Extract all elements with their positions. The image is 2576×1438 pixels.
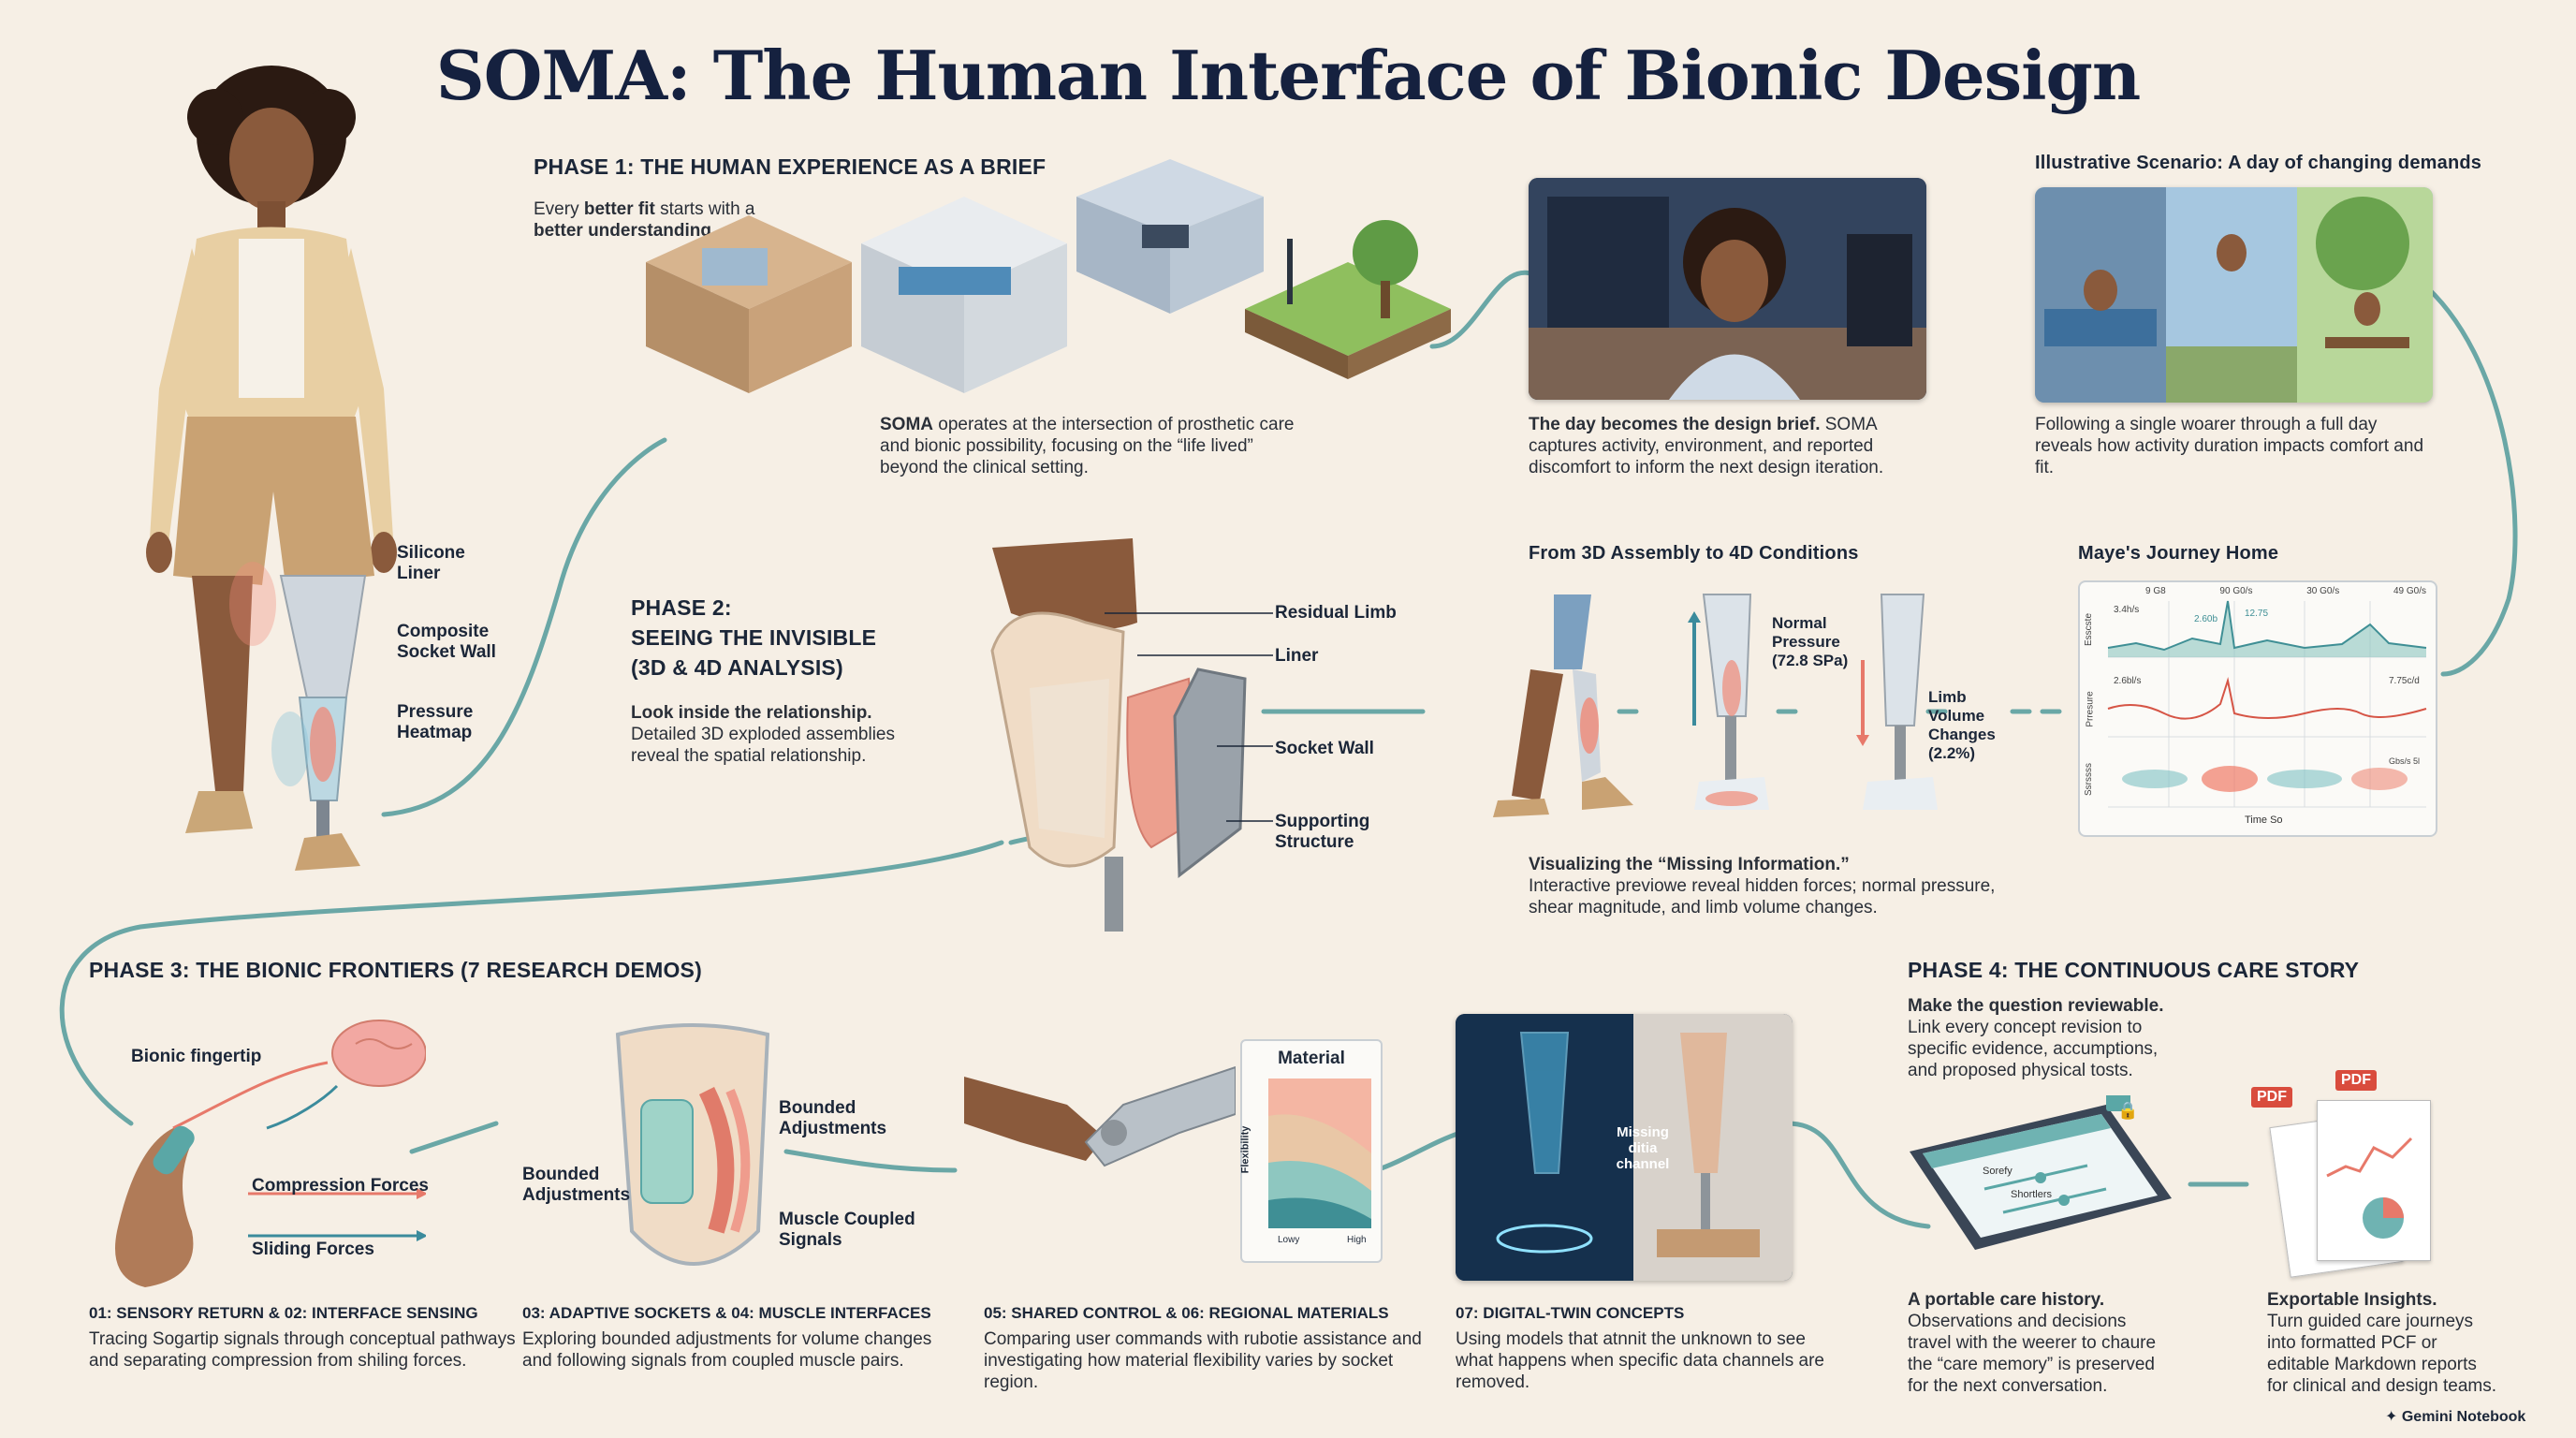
demo-text: Tracing Sogartip signals through concept… (89, 1329, 516, 1371)
journey-heading: Maye's Journey Home (2078, 543, 2279, 564)
phase2-look-text: Look inside the relationship.Detailed 3D… (631, 703, 895, 766)
low-label: Lowy (1278, 1235, 1300, 1245)
x-axis-label: Time So (2245, 814, 2283, 826)
socket-exploded-illustration (990, 538, 1273, 932)
material-flexibility-card: Material Flexibility Lowy High (1239, 1039, 1383, 1263)
tablet-illustration (1910, 1095, 2172, 1250)
compression-forces-label: Compression Forces (252, 1176, 429, 1196)
residual-limb-label: Residual Limb (1275, 603, 1397, 623)
phase2-heading: PHASE 2:SEEING THE INVISIBLE(3D & 4D ANA… (631, 595, 877, 680)
gemini-notebook-brand: ✦ Gemini Notebook (2385, 1407, 2525, 1426)
demo-text: Comparing user commands with rubotie ass… (984, 1329, 1422, 1392)
tablet-item: Shortlers (2011, 1189, 2053, 1200)
woman-figure-illustration (146, 66, 397, 871)
digital-twin-image: Missing ditia channel (1456, 1014, 1793, 1281)
scenario-heading: Illustrative Scenario: A day of changing… (2035, 153, 2482, 173)
exportable-insights-text: Exportable Insights.Turn guided care jou… (2267, 1290, 2497, 1396)
high-label: High (1347, 1235, 1367, 1245)
row-label: Ssrssss (2084, 763, 2094, 796)
annotation: 2.6bl/s (2114, 676, 2142, 686)
demo-card: 05: SHARED CONTROL & 06: REGIONAL MATERI… (984, 1304, 1424, 1393)
annotation: 12.75 (2245, 609, 2269, 619)
demo-title: 01: SENSORY RETURN & 02: INTERFACE SENSI… (89, 1304, 478, 1322)
pdf-badge: PDF (2335, 1070, 2377, 1091)
demo-card: 01: SENSORY RETURN & 02: INTERFACE SENSI… (89, 1304, 529, 1372)
prosthetic-legs-sequence (1493, 594, 1938, 817)
phase4-heading: PHASE 4: THE CONTINUOUS CARE STORY (1908, 958, 2360, 982)
isometric-rooms-illustration (646, 159, 1451, 393)
annotation: 3.4h/s (2114, 605, 2140, 615)
material-title: Material (1278, 1049, 1345, 1068)
silicone-liner-label: Silicone Liner (397, 543, 465, 583)
journey-chart: 9 G8 90 G0/s 30 G0/s 49 G0/s Esscste Prr… (2078, 580, 2437, 837)
tick-label: 30 G0/s (2306, 586, 2340, 596)
demo-text: Exploring bounded adjustments for volume… (522, 1329, 932, 1371)
demo-text: Using models that atnnit the unknown to … (1456, 1329, 1824, 1392)
assembly-heading: From 3D Assembly to 4D Conditions (1529, 543, 1859, 564)
muscle-coupled-label: Muscle Coupled Signals (779, 1210, 915, 1250)
phase1-heading: PHASE 1: THE HUMAN EXPERIENCE AS A BRIEF (534, 154, 1046, 179)
limb-volume-label: Limb Volume Changes (2.2%) (1928, 688, 1996, 762)
row-label: Prresure (2085, 691, 2096, 727)
phase1-soma-text: SOMA operates at the intersection of pro… (880, 415, 1295, 477)
demo-title: 03: ADAPTIVE SOCKETS & 04: MUSCLE INTERF… (522, 1304, 931, 1322)
missing-channel-label: Missing ditia channel (1616, 1124, 1670, 1172)
socket-wall-label: Socket Wall (1275, 739, 1374, 758)
page-title: SOMA: The Human Interface of Bionic Desi… (435, 36, 2141, 115)
pdf-badge: PDF (2251, 1087, 2292, 1108)
sparkle-icon: ✦ (2385, 1409, 2398, 1425)
demo-title: 05: SHARED CONTROL & 06: REGIONAL MATERI… (984, 1304, 1389, 1322)
annotation: Gbs/s 5l (2389, 756, 2421, 766)
demo-card: 03: ADAPTIVE SOCKETS & 04: MUSCLE INTERF… (522, 1304, 962, 1372)
pdf-reports-illustration: PDF PDF (2251, 1070, 2434, 1278)
scenario-image (2035, 187, 2433, 403)
portable-history-text: A portable care history.Observations and… (1908, 1290, 2157, 1396)
shared-control-handshake-illustration (964, 1065, 1236, 1167)
design-brief-image (1529, 178, 1926, 400)
annotation: 2.60b (2194, 614, 2218, 624)
tablet-item: Sorefy (1983, 1166, 2012, 1177)
flexibility-axis-label: Flexibility (1239, 1125, 1251, 1174)
bionic-fingertip-illustration (115, 1020, 426, 1287)
bounded-adjustments-right-label: Bounded Adjustments (779, 1098, 887, 1138)
brand-label: Gemini Notebook (2401, 1409, 2526, 1425)
liner-label: Liner (1275, 646, 1319, 666)
missing-info-text: Visualizing the “Missing Information.”In… (1529, 855, 1996, 917)
row-label: Esscste (2084, 612, 2095, 647)
tick-label: 90 G0/s (2219, 586, 2253, 596)
sliding-forces-label: Sliding Forces (252, 1240, 374, 1259)
design-brief-text: The day becomes the design brief. SOMA c… (1529, 415, 1884, 477)
normal-pressure-label: Normal Pressure (72.8 SPa) (1772, 614, 1849, 669)
tick-label: 9 G8 (2145, 586, 2166, 596)
lock-icon: 🔒 (2117, 1101, 2139, 1120)
bionic-fingertip-label: Bionic fingertip (131, 1047, 262, 1066)
phase4-review-text: Make the question reviewable.Link every … (1908, 996, 2164, 1080)
demo-title: 07: DIGITAL-TWIN CONCEPTS (1456, 1304, 1685, 1322)
demo-card: 07: DIGITAL-TWIN CONCEPTS Using models t… (1456, 1304, 1830, 1393)
composite-socket-label: Composite Socket Wall (397, 622, 496, 662)
supporting-structure-label: Supporting Structure (1275, 812, 1370, 852)
bounded-adjustments-left-label: Bounded Adjustments (522, 1165, 631, 1205)
adaptive-socket-illustration (615, 1023, 770, 1266)
phase3-heading: PHASE 3: THE BIONIC FRONTIERS (7 RESEARC… (89, 958, 702, 982)
pressure-heatmap-label: Pressure Heatmap (397, 702, 474, 742)
scenario-text: Following a single woarer through a full… (2035, 415, 2424, 477)
annotation: 7.75c/d (2389, 676, 2420, 686)
tick-label: 49 G0/s (2393, 586, 2426, 596)
